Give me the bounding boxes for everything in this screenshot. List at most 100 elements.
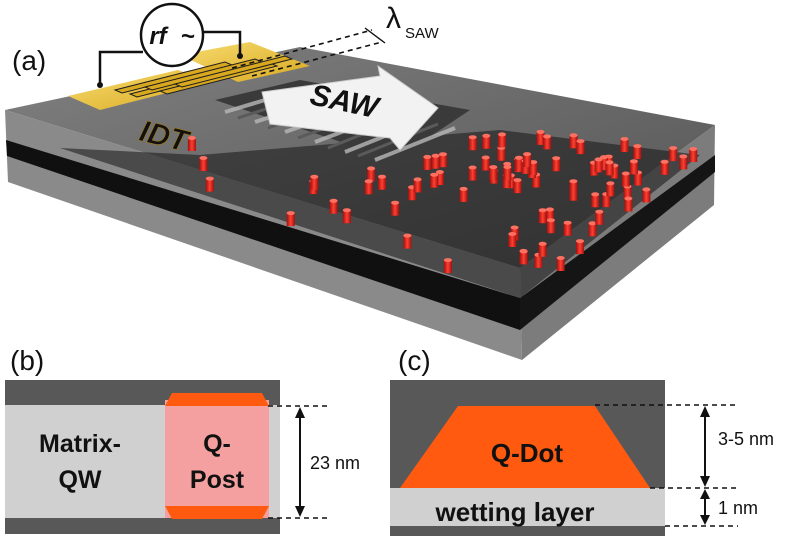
panel-c: (c) Q-Dot wetting layer 3-5 nm 1 nm [390,345,774,536]
quantum-post [413,177,422,193]
quantum-post [439,152,447,168]
quantum-post [199,156,208,171]
quantum-post [689,147,698,162]
quantum-post [443,258,452,274]
quantum-post [431,153,440,169]
quantum-post [621,171,630,187]
quantum-post [498,132,506,148]
rf-label: rf [149,23,168,50]
quantum-post [594,157,603,173]
rf-source: rf ~ [97,2,243,88]
quantum-post [629,159,638,175]
quantum-post [286,211,295,227]
q-post-top-cap [165,393,269,406]
quantum-post [545,207,554,223]
wetting-layer-label: wetting layer [435,497,595,527]
quantum-post [529,160,538,176]
quantum-post-array [187,129,698,274]
quantum-post [342,208,351,224]
dimension-dot-height [595,404,738,527]
matrix-qw-line1: Matrix- [39,430,121,458]
quantum-post [503,165,512,180]
quantum-post [552,156,561,172]
quantum-post [588,221,597,237]
rf-tilde: ~ [181,23,195,50]
quantum-post [543,134,552,150]
thickness-23nm: 23 nm [310,453,360,473]
quantum-post [620,137,629,152]
quantum-post [642,187,651,203]
quantum-post [576,139,585,155]
barrier-bottom-b [5,518,280,534]
quantum-post [569,133,578,149]
quantum-post [205,176,214,192]
quantum-post [378,174,386,190]
quantum-post [514,155,523,171]
quantum-post [538,208,547,224]
panel-c-label: (c) [398,345,431,376]
quantum-post [508,232,517,247]
quantum-post [633,144,642,160]
quantum-post [187,136,196,151]
quantum-post [435,170,444,185]
quantum-post [519,249,528,265]
quantum-post [482,133,491,149]
panel-b: (b) Matrix- QW Q- Post 23 nm [5,345,360,534]
matrix-qw-line2: QW [58,466,101,494]
quantum-post [423,154,432,170]
quantum-post [468,165,477,181]
quantum-post [624,196,633,212]
wavelength-indicator [231,27,386,77]
quantum-post [556,256,565,271]
wetting-thickness-label: 1 nm [718,498,758,518]
quantum-post [538,241,547,257]
quantum-post [600,155,609,171]
quantum-post [546,218,555,234]
quantum-post [468,135,477,151]
barrier-bottom-c [390,526,665,536]
quantum-post [459,186,468,202]
quantum-post [513,178,522,194]
idt-electrodes: IDT [68,42,310,159]
lambda-subscript: SAW [405,25,439,42]
quantum-post [497,145,506,161]
panel-a: SAW IDT rf ~ [5,2,715,360]
q-dot-shape [400,406,650,488]
quantum-post [669,146,678,162]
quantum-post [576,239,584,255]
dot-height-label: 3-5 nm [718,429,774,449]
panel-b-label: (b) [10,345,44,376]
quantum-post [391,200,400,216]
quantum-well-layer-right [520,155,715,330]
quantum-post [430,172,439,188]
saw-arrow: SAW [261,64,439,151]
quantum-post [489,165,498,181]
quantum-post [536,129,545,145]
dimension-23nm [268,405,328,519]
quantum-post [605,160,614,176]
quantum-post [364,179,373,195]
quantum-post [403,233,412,249]
quantum-post [563,220,572,236]
quantum-post [481,155,490,171]
q-post-body [165,400,269,518]
quantum-well-layer-left [6,140,520,330]
q-post-line1: Q- [203,430,231,458]
panel-a-label: (a) [12,45,46,76]
lambda-symbol: λ [386,2,401,35]
quantum-post [367,166,376,182]
quantum-post [595,209,604,225]
quantum-post [591,192,600,208]
quantum-post [606,181,615,197]
quantum-post [679,154,688,170]
q-dot-label: Q-Dot [491,438,564,468]
quantum-post [660,159,669,175]
q-post-bottom-cap [165,506,269,519]
rf-source-circle [139,2,205,68]
quantum-post [569,179,578,195]
q-post-line2: Post [190,466,245,494]
wetting-layer [390,488,665,526]
quantum-post [310,174,319,190]
quantum-post [523,152,532,168]
